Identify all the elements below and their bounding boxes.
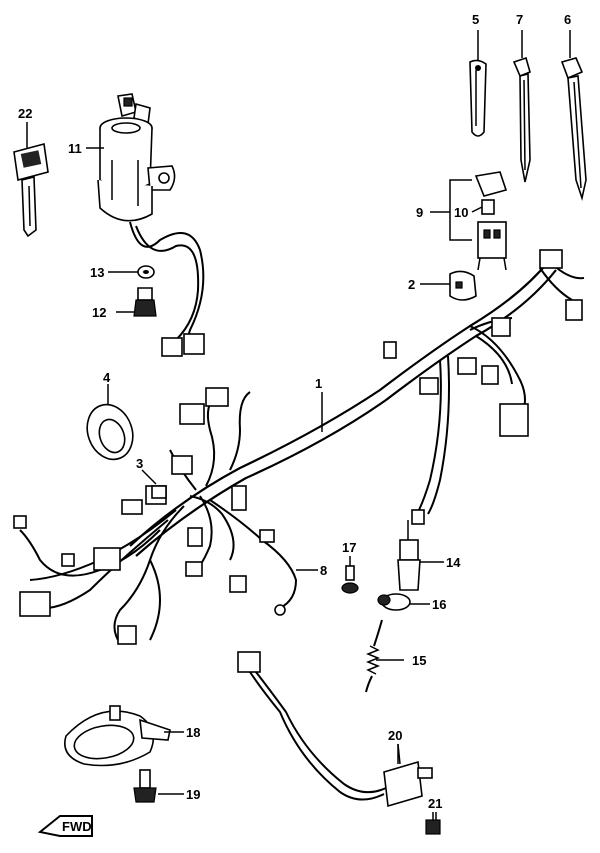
callout-16: 16 [432, 597, 446, 612]
part-cable-tie-6 [560, 57, 587, 201]
callout-4: 4 [103, 370, 111, 385]
part-bolt-19 [133, 769, 157, 803]
callout-14: 14 [446, 555, 461, 570]
callout-20: 20 [388, 728, 402, 743]
callout-10: 10 [454, 205, 468, 220]
part-switch-14 [397, 520, 421, 591]
part-stop-switch-20 [237, 651, 433, 808]
part-cover-2 [449, 270, 477, 301]
front-indicator-label: FWD [62, 819, 92, 834]
callout-19: 19 [186, 787, 200, 802]
callout-5: 5 [472, 12, 479, 27]
part-grommet-4 [86, 403, 134, 461]
callout-15: 15 [412, 653, 426, 668]
callout-6: 6 [564, 12, 571, 27]
callout-12: 12 [92, 305, 106, 320]
part-screw-21 [425, 812, 441, 835]
callout-1: 1 [315, 376, 322, 391]
callout-18: 18 [186, 725, 200, 740]
part-cable-tie-7 [512, 56, 531, 183]
callout-2: 2 [408, 277, 415, 292]
callout-21: 21 [428, 796, 442, 811]
part-bolt-12 [133, 287, 157, 317]
callout-9: 9 [416, 205, 423, 220]
part-relay-9 [474, 171, 508, 271]
leader-10 [471, 206, 483, 213]
callout-3: 3 [136, 456, 143, 471]
ignition-connector [161, 333, 205, 357]
part-horn-18 [64, 705, 171, 767]
callout-13: 13 [90, 265, 104, 280]
part-clamp-3 [151, 485, 167, 499]
leader-3 [141, 469, 157, 485]
callout-17: 17 [342, 540, 356, 555]
ground-terminal-8 [274, 604, 286, 616]
callout-11: 11 [68, 141, 82, 156]
ignition-wire [129, 221, 205, 351]
front-arrow-icon: FWD [37, 815, 93, 837]
callout-7: 7 [516, 12, 523, 27]
callout-8: 8 [320, 563, 327, 578]
part-clamp-5 [469, 59, 487, 137]
bracket-9 [449, 179, 472, 241]
harness-connectors [13, 249, 583, 645]
callout-22: 22 [18, 106, 32, 121]
part-ignition-switch-11 [97, 93, 176, 222]
part-spring-15 [365, 619, 383, 693]
part-fuse-10 [481, 199, 495, 215]
part-gasket-16 [377, 593, 411, 611]
part-washer-13 [137, 265, 155, 279]
part-key-22 [13, 142, 49, 238]
part-screw-17 [341, 565, 359, 594]
